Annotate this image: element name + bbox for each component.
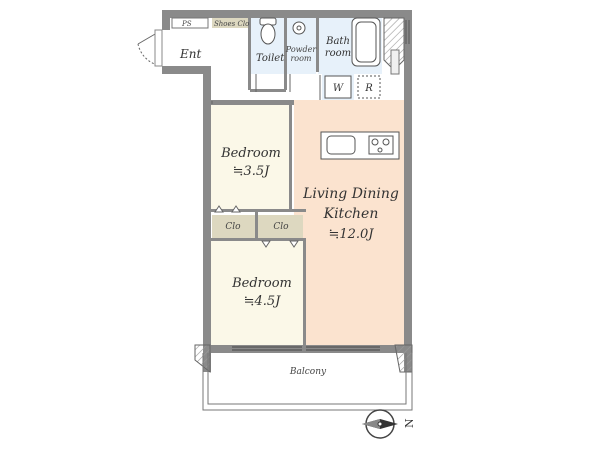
ldk-size: ≒12.0J xyxy=(328,227,374,242)
pipe-shaft-hatch xyxy=(390,49,400,75)
clo-left-floor xyxy=(212,215,255,238)
powder-room-label-line1: Powder xyxy=(285,45,318,54)
bedroom1-name: Bedroom xyxy=(220,146,281,161)
bedroom1-size: ≒3.5J xyxy=(233,164,271,179)
shoes-closet-floor xyxy=(212,18,248,28)
entrance-label: Ent xyxy=(179,47,201,61)
closet-door-marks xyxy=(214,205,299,248)
bathtub-fixture xyxy=(351,17,381,67)
clo-left-label: Clo xyxy=(225,222,241,232)
compass-north-label: N xyxy=(403,418,416,428)
interior-doors[interactable] xyxy=(211,74,321,104)
kitchen-counter xyxy=(320,131,400,160)
fridge-label: R xyxy=(364,83,373,94)
bedroom2-floor xyxy=(211,240,305,345)
ldk-label-line2: Kitchen xyxy=(323,206,379,222)
washer-label: W xyxy=(333,83,344,94)
bedroom1-floor xyxy=(211,105,289,209)
ps-label: PS xyxy=(181,20,192,28)
balcony-rail xyxy=(202,353,413,411)
shoes-clo-label: Shoes Clo xyxy=(214,20,249,28)
ps-box xyxy=(171,17,209,29)
entrance-door[interactable] xyxy=(137,29,163,67)
ldk-label-line1: Living Dining xyxy=(302,186,399,202)
powder-room-label-line2: room xyxy=(290,54,311,63)
toilet-fixture xyxy=(259,17,277,45)
compass-icon xyxy=(362,409,398,439)
powder-floor xyxy=(286,12,316,74)
bedroom2-name: Bedroom xyxy=(231,276,292,291)
clo-right-label: Clo xyxy=(273,222,289,232)
bath-window xyxy=(405,20,410,44)
clo-right-floor xyxy=(258,215,303,238)
balcony-floor xyxy=(205,352,412,407)
balcony-label: Balcony xyxy=(289,367,327,377)
fridge-space xyxy=(357,75,381,99)
bath-room-label-line1: Bath xyxy=(325,36,350,47)
bedroom2-size: ≒4.5J xyxy=(244,294,282,309)
powder-sink-fixture xyxy=(292,21,306,35)
toilet-label: Toilet xyxy=(256,53,285,64)
walls xyxy=(162,10,412,372)
washer-space xyxy=(324,75,352,99)
balcony-window xyxy=(232,346,380,351)
bath-room-label-line2: room xyxy=(325,48,351,59)
